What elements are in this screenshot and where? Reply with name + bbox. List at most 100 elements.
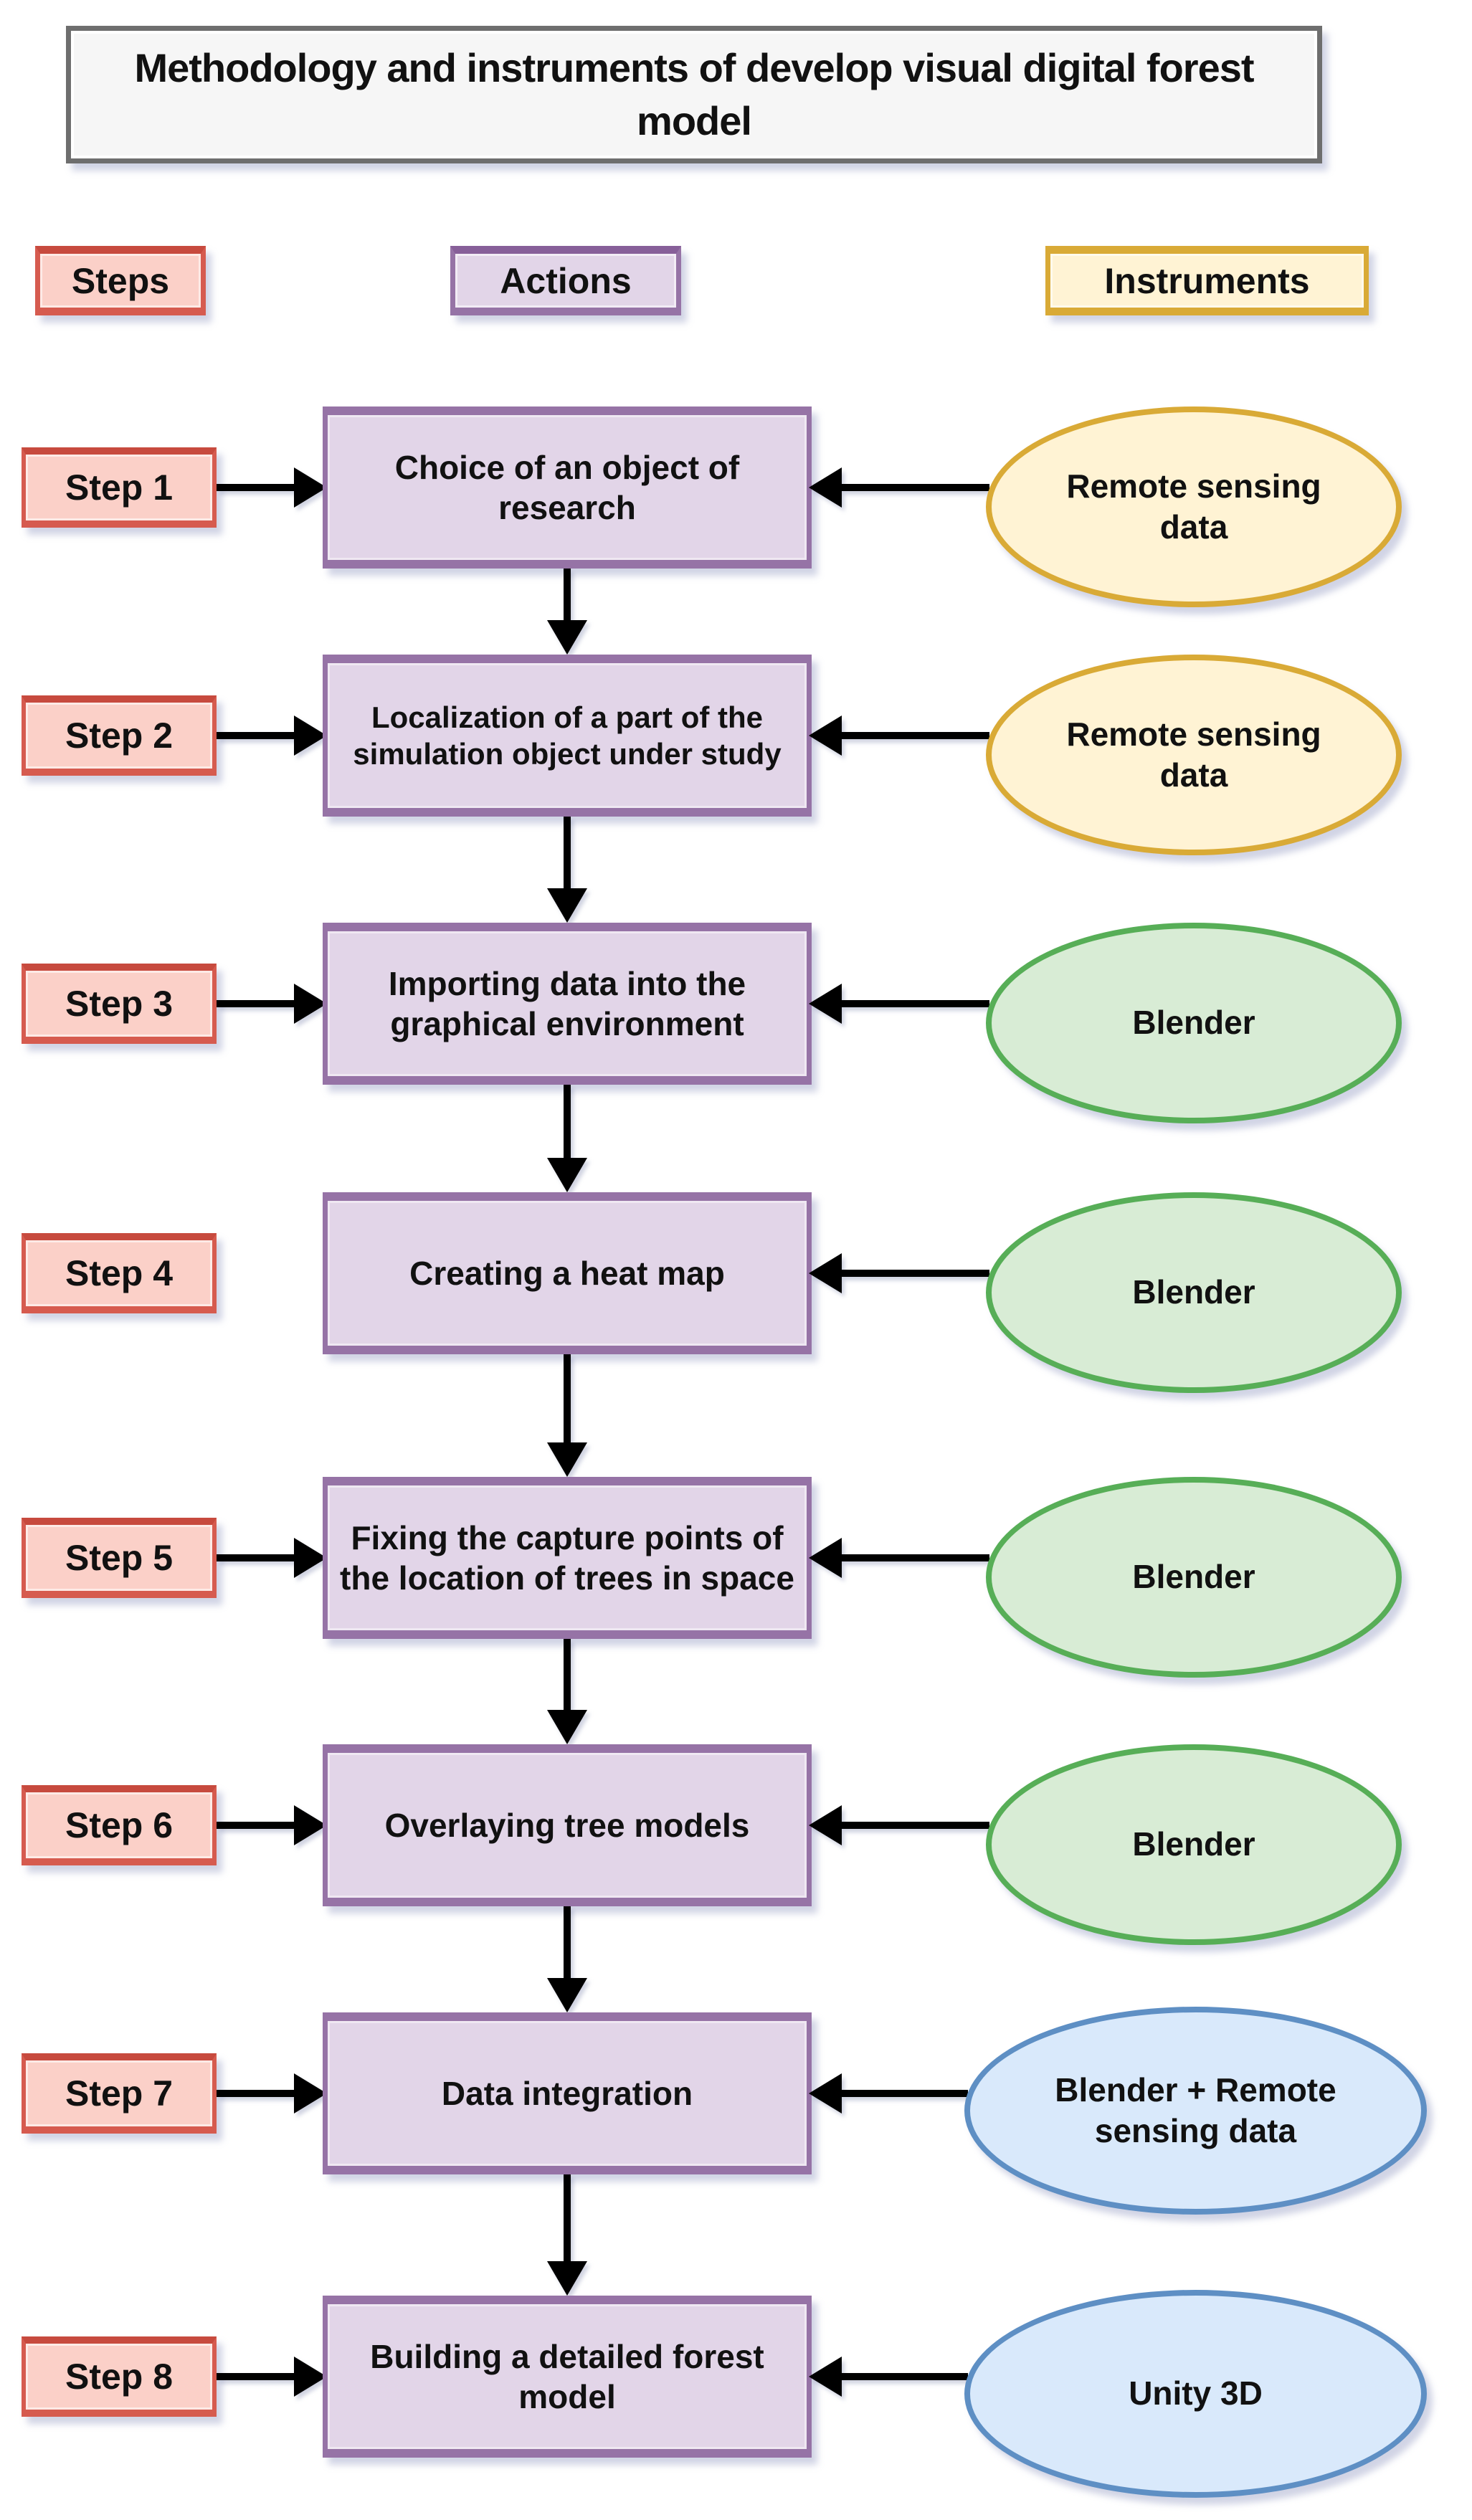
- action-4-label: Creating a heat map: [409, 1254, 725, 1292]
- step-3-label: Step 3: [65, 984, 174, 1024]
- instrument-ellipse-8: Unity 3D: [964, 2290, 1427, 2498]
- arrow-head: [294, 1538, 327, 1578]
- arrow-shaft: [564, 1354, 571, 1447]
- arrow-head: [547, 2261, 587, 2296]
- arrow-head: [294, 715, 327, 756]
- arrow-instrument5-to-action-icon: [809, 1538, 989, 1578]
- arrow-head: [547, 1710, 587, 1744]
- arrow-head: [294, 2073, 327, 2114]
- step-1-label: Step 1: [65, 467, 174, 508]
- instrument-ellipse-2: Remote sensing data: [986, 655, 1402, 855]
- arrow-action5-to-action6-icon: [547, 1639, 587, 1744]
- step-box-8: Step 8: [22, 2336, 217, 2417]
- arrow-head: [294, 1805, 327, 1845]
- arrow-shaft: [564, 1639, 571, 1714]
- arrow-action1-to-action2-icon: [547, 569, 587, 655]
- action-1-label: Choice of an object of research: [394, 448, 740, 526]
- arrow-action6-to-action7-icon: [547, 1906, 587, 2012]
- arrow-shaft: [837, 2090, 968, 2097]
- instrument-ellipse-5: Blender: [986, 1477, 1402, 1678]
- arrow-instrument6-to-action-icon: [809, 1805, 989, 1845]
- instrument-2-label: Remote sensing data: [1066, 715, 1321, 794]
- step-box-4: Step 4: [22, 1233, 217, 1313]
- step-box-6: Step 6: [22, 1785, 217, 1865]
- arrow-head: [809, 2357, 842, 2397]
- arrow-shaft: [217, 484, 298, 491]
- instrument-4-label: Blender: [1132, 1273, 1255, 1311]
- column-header-instruments-label: Instruments: [1104, 260, 1310, 301]
- step-box-1: Step 1: [22, 447, 217, 528]
- instrument-ellipse-6: Blender: [986, 1744, 1402, 1945]
- arrow-head: [294, 467, 327, 508]
- step-8-label: Step 8: [65, 2357, 174, 2397]
- action-box-2: Localization of a part of the simulation…: [323, 655, 812, 817]
- step-box-2: Step 2: [22, 695, 217, 776]
- step-7-label: Step 7: [65, 2073, 174, 2114]
- arrow-head: [547, 1978, 587, 2012]
- arrow-step7-to-action-icon: [217, 2073, 327, 2114]
- step-4-label: Step 4: [65, 1253, 174, 1293]
- arrow-shaft: [217, 2090, 298, 2097]
- arrow-instrument2-to-action-icon: [809, 715, 989, 756]
- instrument-7-label: Blender + Remote sensing data: [1055, 2070, 1336, 2150]
- arrow-head: [547, 1442, 587, 1477]
- arrow-shaft: [837, 732, 989, 739]
- action-3-label: Importing data into the graphical enviro…: [388, 964, 746, 1042]
- arrow-head: [809, 715, 842, 756]
- step-5-label: Step 5: [65, 1538, 174, 1578]
- arrow-instrument4-to-action-icon: [809, 1253, 989, 1293]
- action-2-label: Localization of a part of the simulation…: [353, 700, 782, 771]
- arrow-shaft: [564, 2174, 571, 2265]
- arrow-shaft: [837, 2373, 968, 2380]
- arrow-shaft: [217, 1822, 298, 1829]
- arrow-head: [547, 1158, 587, 1192]
- action-8-label: Building a detailed forest model: [370, 2337, 764, 2415]
- arrow-step3-to-action-icon: [217, 984, 327, 1024]
- action-box-6: Overlaying tree models: [323, 1744, 812, 1906]
- step-box-3: Step 3: [22, 964, 217, 1044]
- arrow-shaft: [217, 2373, 298, 2380]
- arrow-shaft: [837, 1000, 989, 1007]
- instrument-5-label: Blender: [1132, 1558, 1255, 1596]
- arrow-step5-to-action-icon: [217, 1538, 327, 1578]
- arrow-head: [547, 620, 587, 655]
- instrument-ellipse-7: Blender + Remote sensing data: [964, 2007, 1427, 2215]
- arrow-shaft: [837, 1554, 989, 1561]
- arrow-shaft: [837, 1822, 989, 1829]
- arrow-step2-to-action-icon: [217, 715, 327, 756]
- arrow-action2-to-action3-icon: [547, 817, 587, 923]
- arrow-shaft: [564, 1906, 571, 1982]
- column-header-actions-label: Actions: [500, 260, 632, 301]
- arrow-shaft: [837, 484, 989, 491]
- action-box-3: Importing data into the graphical enviro…: [323, 923, 812, 1085]
- column-header-steps-label: Steps: [71, 260, 170, 301]
- diagram-title-box: Methodology and instruments of develop v…: [66, 26, 1322, 163]
- arrow-head: [294, 2357, 327, 2397]
- instrument-6-label: Blender: [1132, 1825, 1255, 1863]
- arrow-shaft: [217, 1000, 298, 1007]
- arrow-shaft: [564, 817, 571, 893]
- arrow-head: [809, 1538, 842, 1578]
- action-7-label: Data integration: [441, 2074, 693, 2112]
- step-6-label: Step 6: [65, 1805, 174, 1845]
- instrument-8-label: Unity 3D: [1129, 2374, 1263, 2412]
- action-box-5: Fixing the capture points of the locatio…: [323, 1477, 812, 1639]
- arrow-action3-to-action4-icon: [547, 1085, 587, 1192]
- arrow-step6-to-action-icon: [217, 1805, 327, 1845]
- arrow-head: [809, 1805, 842, 1845]
- arrow-shaft: [217, 732, 298, 739]
- column-header-instruments: Instruments: [1045, 246, 1369, 315]
- arrow-step1-to-action-icon: [217, 467, 327, 508]
- arrow-shaft: [564, 1085, 571, 1162]
- arrow-instrument7-to-action-icon: [809, 2073, 968, 2114]
- instrument-3-label: Blender: [1132, 1004, 1255, 1042]
- step-box-7: Step 7: [22, 2053, 217, 2134]
- arrow-head: [809, 2073, 842, 2114]
- arrow-instrument1-to-action-icon: [809, 467, 989, 508]
- arrow-instrument3-to-action-icon: [809, 984, 989, 1024]
- instrument-ellipse-1: Remote sensing data: [986, 406, 1402, 607]
- column-header-steps: Steps: [35, 246, 206, 315]
- arrow-shaft: [837, 1270, 989, 1277]
- arrow-action7-to-action8-icon: [547, 2174, 587, 2296]
- action-6-label: Overlaying tree models: [384, 1806, 750, 1844]
